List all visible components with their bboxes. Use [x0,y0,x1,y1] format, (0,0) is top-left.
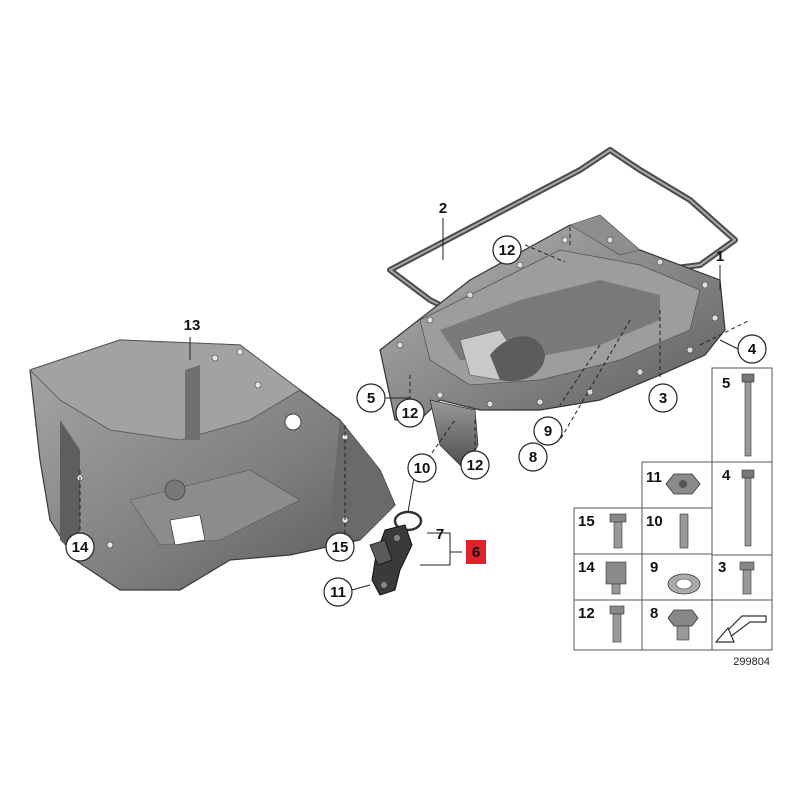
callout-3: 3 [659,390,667,407]
callout-7: 7 [436,526,444,543]
table-label-10: 10 [646,513,663,530]
washer-9-icon [667,573,701,595]
oil-pan [379,214,726,471]
callout-4: 4 [748,341,757,358]
callout-2: 2 [439,200,447,217]
table-label-5: 5 [722,375,730,392]
table-label-14: 14 [578,559,595,576]
bolt-12-icon [609,605,625,643]
callouts: 2 1 12 4 5 12 3 9 8 12 10 13 14 15 11 7 … [65,200,767,607]
callout-8: 8 [529,449,537,466]
table-label-4: 4 [722,467,731,484]
solid-leaders [189,218,739,591]
callout-14: 14 [72,539,89,556]
callout-13: 13 [184,317,201,334]
callout-1: 1 [716,248,724,265]
underbody-shield [29,339,396,591]
drain-plug-8-icon [667,609,699,641]
direction-arrow-icon [714,615,767,643]
table-label-3: 3 [718,559,726,576]
bolt-15-icon [609,513,627,549]
callout-6-highlight [466,540,486,564]
oil-level-sensor [369,510,423,596]
parts-table: 5 4 11 15 10 14 [573,367,773,668]
bolt-4-icon [741,469,755,547]
nut-11-icon [665,473,701,495]
callout-11: 11 [330,584,346,601]
bolt-5-icon [741,373,755,457]
callout-12-left: 12 [402,405,419,422]
table-label-15: 15 [578,513,595,530]
callout-15: 15 [332,539,349,556]
table-label-9: 9 [650,559,658,576]
spacer-14-icon [605,561,627,595]
table-label-12: 12 [578,605,595,622]
stud-10-icon [679,513,689,549]
bolt-3-icon [739,561,755,595]
callout-5: 5 [367,390,375,407]
callout-12-top: 12 [499,242,516,259]
table-label-11: 11 [646,469,662,486]
table-label-8: 8 [650,605,658,622]
callout-12-bottom: 12 [467,457,484,474]
leader-lines [79,225,751,535]
callout-9: 9 [544,423,552,440]
callout-6: 6 [472,544,480,561]
callout-10: 10 [414,460,431,477]
figure-number: 299804 [733,656,770,668]
